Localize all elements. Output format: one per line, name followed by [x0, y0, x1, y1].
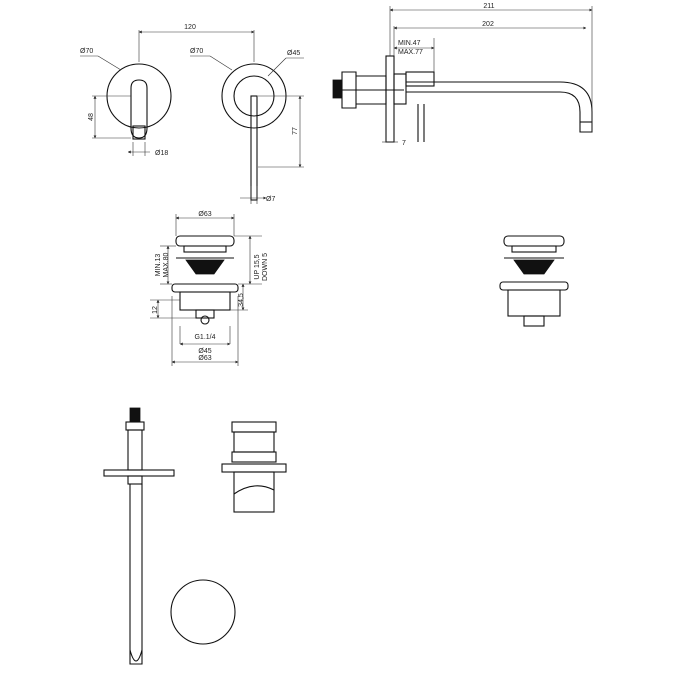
side-wall-plate [385, 55, 395, 143]
spout-thread-top [129, 407, 141, 423]
dim-lever-length: 77 [292, 127, 299, 135]
inlet-connector [332, 79, 343, 99]
cartridge-cap [231, 421, 277, 433]
dim-up-travel: UP 15,5 [254, 254, 261, 279]
waste-fins [185, 259, 225, 275]
waste-flange [171, 283, 239, 293]
dim-max-height: MAX.80 [163, 252, 170, 277]
spout-outline [130, 79, 148, 139]
dim-spout-height: 48 [88, 113, 95, 121]
mixer-lever [250, 95, 258, 201]
dim-cap-diameter: Ø63 [198, 211, 211, 218]
spout-part-tube [129, 484, 143, 665]
dim-spout-reach: 202 [482, 21, 494, 28]
waste-valve-plain [499, 235, 569, 327]
dim-body-height: 34,5 [238, 293, 245, 307]
spout-side-profile [406, 81, 593, 133]
dim-spout-plate-diameter: Ø70 [80, 48, 93, 55]
dim-centers: 120 [184, 24, 196, 31]
dim-hub-diameter: Ø45 [287, 50, 300, 57]
spout-assembly-part [103, 407, 175, 665]
dim-spout-diameter: Ø18 [155, 150, 168, 157]
dim-wall-min: MIN.47 [398, 40, 421, 47]
dim-thread-spec: G1.1/4 [194, 334, 215, 341]
dim-total-length: 211 [483, 3, 494, 10]
front-view: 120 Ø70 Ø70 Ø45 48 Ø18 77 Ø7 [80, 24, 304, 204]
dim-flange-diameter: Ø63 [198, 355, 211, 362]
waste-valve-dimensioned: Ø63 MIN.13 MAX.80 UP 15,5 DOWN 5 34,5 12… [150, 211, 269, 366]
dim-lever-diameter: Ø7 [266, 196, 275, 203]
dim-body-diameter: Ø45 [198, 348, 211, 355]
cartridge-ring [221, 463, 287, 473]
wall-plate-cover [170, 579, 236, 645]
waste-cap [175, 235, 235, 247]
dim-wall-max: MAX.77 [398, 49, 423, 56]
mixer-cartridge-part [221, 421, 287, 513]
dim-plate-thickness: 7 [402, 140, 406, 147]
spout-part-plate [103, 469, 175, 477]
dim-min-height: MIN.13 [155, 254, 162, 277]
dim-mixer-plate-diameter: Ø70 [190, 48, 203, 55]
dim-down-travel: DOWN 5 [262, 253, 269, 281]
side-view: 211 202 MIN.47 MAX.77 7 [332, 3, 593, 147]
dim-thread-height: 12 [152, 306, 159, 314]
spout-nozzle [132, 125, 146, 140]
